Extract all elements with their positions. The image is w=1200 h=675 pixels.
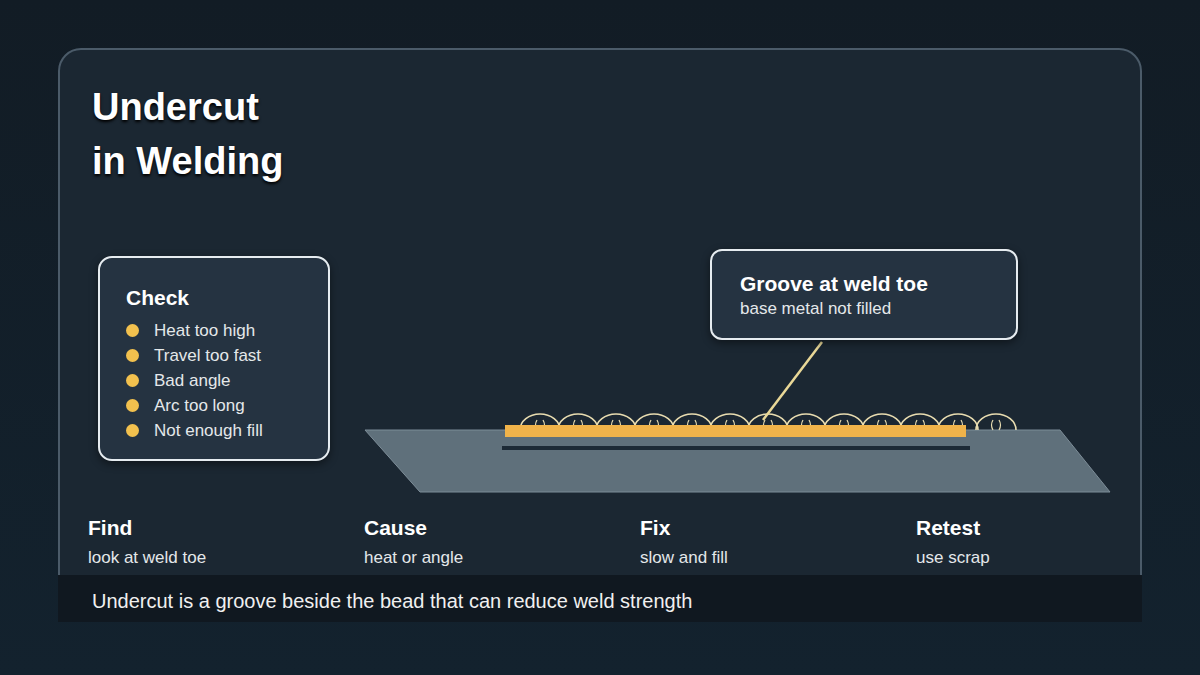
- base-plate: [365, 430, 1110, 492]
- box-body: base metal not filled: [740, 297, 992, 321]
- step-heading: Retest: [916, 516, 980, 540]
- step-heading: Fix: [640, 516, 670, 540]
- bullet-dot: [126, 374, 139, 387]
- bullet-dot: [126, 324, 139, 337]
- weld-bead: [505, 425, 966, 437]
- title: Undercut in Welding: [92, 80, 292, 188]
- caption: Undercut is a groove beside the bead tha…: [92, 590, 692, 613]
- check-item: Heat too high: [126, 318, 308, 343]
- ripple-mark: [992, 420, 1001, 430]
- step-heading: Cause: [364, 516, 427, 540]
- panel: [59, 49, 1141, 621]
- box-heading: Groove at weld toe: [740, 271, 992, 297]
- check-box: CheckHeat too highTravel too fastBad ang…: [98, 256, 330, 461]
- step-note: slow and fill: [640, 548, 728, 568]
- step-note: use scrap: [916, 548, 990, 568]
- step-note: heat or angle: [364, 548, 463, 568]
- check-item: Bad angle: [126, 368, 308, 393]
- callout-box: Groove at weld toebase metal not filled: [710, 249, 1018, 340]
- bullet-dot: [126, 349, 139, 362]
- check-item: Arc too long: [126, 393, 308, 418]
- check-item: Travel too fast: [126, 343, 308, 368]
- check-item: Not enough fill: [126, 418, 308, 443]
- step-heading: Find: [88, 516, 132, 540]
- box-heading: Check: [126, 286, 308, 310]
- leader-line: [763, 342, 822, 420]
- ripple-arc: [976, 414, 1016, 430]
- undercut-groove: [502, 446, 970, 450]
- bullet-dot: [126, 424, 139, 437]
- step-note: look at weld toe: [88, 548, 206, 568]
- bullet-dot: [126, 399, 139, 412]
